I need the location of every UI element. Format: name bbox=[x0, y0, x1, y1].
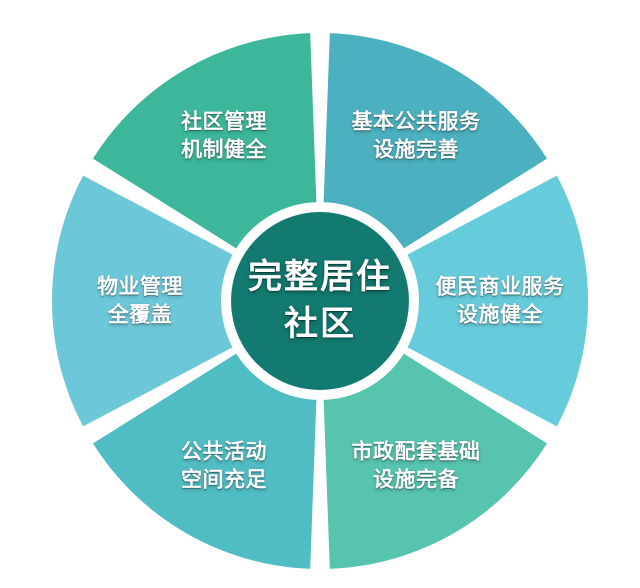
wheel-segment-municipal-infrastructure[interactable] bbox=[323, 353, 548, 569]
segments-group bbox=[51, 33, 588, 569]
wheel-segment-property-management[interactable] bbox=[51, 175, 233, 427]
wheel-segment-community-governance[interactable] bbox=[92, 33, 317, 249]
wheel-segment-convenient-commercial-service[interactable] bbox=[407, 175, 588, 427]
wheel-segment-public-activity-space[interactable] bbox=[92, 353, 317, 569]
wheel-segment-basic-public-service[interactable] bbox=[323, 33, 548, 249]
center-circle bbox=[231, 212, 409, 390]
